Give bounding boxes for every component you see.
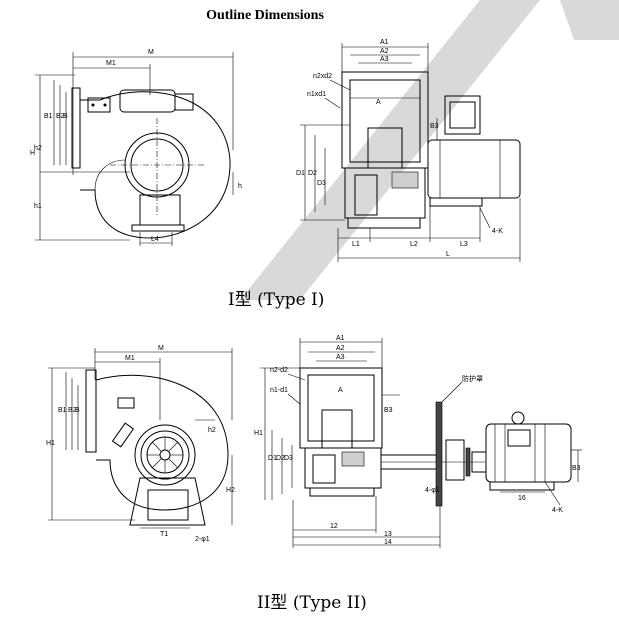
type2-dim-M1: M1	[125, 355, 135, 362]
type1-label-n1xd1: n1xd1	[307, 91, 326, 98]
type2-dim-12: 12	[330, 523, 338, 530]
type2-dim-D3: D3	[284, 455, 293, 462]
type2-dim-D2: D2	[276, 455, 285, 462]
caption-type-1: I型 (Type I)	[228, 290, 325, 310]
type2-dim-H1: H1	[46, 440, 55, 447]
type2-dim-h2: h2	[208, 427, 216, 434]
type1-dim-h2: h2	[34, 145, 42, 152]
type1-dim-L4: L4	[151, 236, 159, 243]
type1-dim-L1: L1	[352, 241, 360, 248]
type2-dim-13: 13	[384, 531, 392, 538]
type2-label-n2d2: n2-d2	[270, 367, 288, 374]
type1-dim-B1: B1	[44, 113, 53, 120]
type2-label-A: A	[338, 387, 343, 394]
type1-dim-h: h	[238, 183, 242, 190]
type2-label-guard: 防护罩	[462, 374, 483, 383]
type2-dim-H2: H2	[226, 487, 235, 494]
type1-dim-B: B	[63, 113, 68, 120]
type1-dim-B2: B2	[56, 113, 65, 120]
type2-dim-T1: T1	[160, 531, 168, 538]
diagram-title: Outline Dimensions	[206, 8, 324, 23]
type1-dim-M1: M1	[106, 60, 116, 67]
type2-label-phi: 4-φ1	[425, 487, 440, 494]
caption-type-2: II型 (Type II)	[257, 593, 367, 613]
type2-dim-B: B	[75, 407, 80, 414]
watermark-bar-2	[560, 0, 619, 40]
type2-label-d1: 2-φ1	[195, 536, 210, 543]
type1-label-A: A	[376, 99, 381, 106]
type1-dim-M: M	[148, 49, 154, 56]
type2-dim-B3m: B3	[572, 465, 581, 472]
type1-dim-H: H	[30, 150, 35, 157]
type2-dim-H1: H1	[254, 430, 263, 437]
type1-dim-L3: L3	[460, 241, 468, 248]
type1-dim-A2: A2	[380, 48, 389, 55]
type1-dim-L2: L2	[410, 241, 418, 248]
type2-dim-B2: B2	[68, 407, 77, 414]
type1-dim-A1: A1	[380, 39, 389, 46]
type1-label-n2xd2: n2xd2	[313, 73, 332, 80]
type2-dim-B1: B1	[58, 407, 67, 414]
type2-dim-16: 16	[518, 495, 526, 502]
type2-side-view: M M1 H1 B1 B2 B	[46, 345, 235, 543]
type2-dim-B3: B3	[384, 407, 393, 414]
type1-dim-D3: D3	[317, 180, 326, 187]
type1-dim-A3: A3	[380, 56, 389, 63]
type1-dim-h1: h1	[34, 203, 42, 210]
type2-dim-14: 14	[384, 539, 392, 546]
type2-dim-A2: A2	[336, 345, 345, 352]
type2-dim-A1: A1	[336, 335, 345, 342]
type2-label-4K: 4-K	[552, 507, 563, 514]
type2-front-view: A1 A2 A3 n2-d2 n1-d1 A H1 D1 D2 D3 B3 防护…	[254, 335, 582, 548]
type1-dim-D1: D1	[296, 170, 305, 177]
type2-dim-M: M	[158, 345, 164, 352]
type2-label-n1d1: n1-d1	[270, 387, 288, 394]
type1-dim-D2: D2	[308, 170, 317, 177]
type1-side-view: M M1 H B1 B2 B h2 h1 h	[30, 49, 242, 246]
type2-dim-A3: A3	[336, 354, 345, 361]
type2-dim-D1: D1	[268, 455, 277, 462]
type1-label-4K: 4-K	[492, 228, 503, 235]
type1-dim-L: L	[446, 251, 450, 258]
type1-dim-B3: B3	[430, 123, 439, 130]
watermark-bar-1	[240, 0, 540, 300]
type1-front-view: A1 A2 A3 n2xd2 n1xd1 A D1 D2 D3	[296, 39, 521, 262]
